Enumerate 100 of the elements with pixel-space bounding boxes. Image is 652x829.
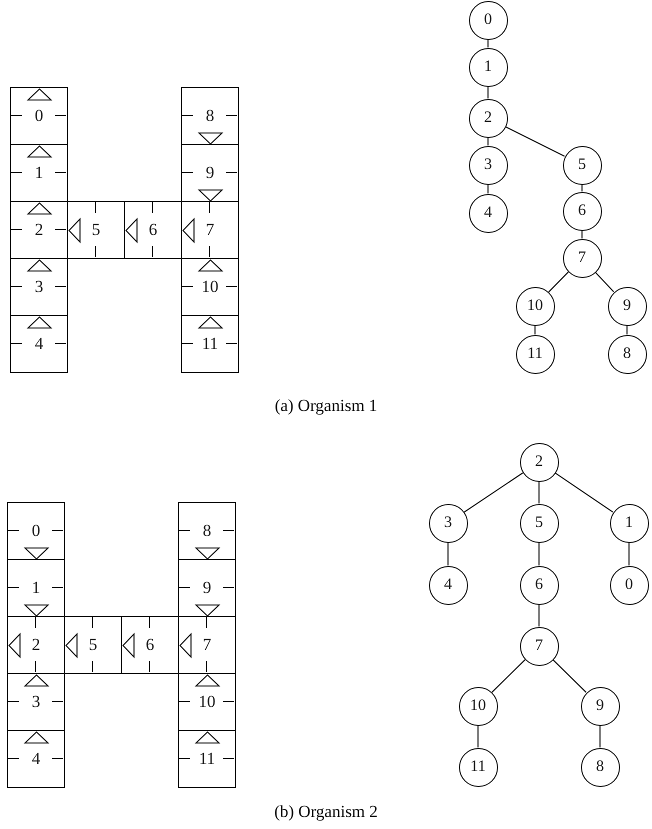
tree-edge: [464, 472, 524, 513]
node-number: 7: [578, 249, 586, 267]
cell-number: 2: [32, 635, 40, 655]
cell-number: 4: [34, 334, 44, 354]
grid-cell: [10, 201, 68, 259]
grid-cell: [10, 144, 68, 202]
node-number: 3: [444, 514, 452, 532]
node-number: 11: [470, 758, 486, 776]
grid-cell: [181, 258, 239, 316]
node-number: 11: [527, 345, 543, 363]
cell-number: 11: [198, 749, 216, 769]
grid-cell: [7, 730, 65, 788]
grid-cell: [181, 201, 239, 259]
tree-node-circle: [520, 442, 558, 482]
grid-cell: [67, 201, 125, 259]
panel-caption: (b) Organism 2: [274, 802, 378, 821]
node-number: 10: [470, 697, 486, 715]
grid-cell: [181, 144, 239, 202]
tree-node-circle: [468, 194, 508, 232]
grid-cell: [121, 616, 179, 674]
tree-node-circle: [520, 626, 558, 666]
cell-number: 5: [92, 220, 100, 240]
tree-node-circle: [468, 146, 508, 184]
node-number: 2: [535, 453, 543, 471]
tree-node-circle: [468, 48, 508, 86]
grid-cell: [10, 258, 68, 316]
node-number: 6: [535, 576, 543, 594]
grid-cell: [7, 673, 65, 731]
cell-number: 0: [34, 106, 44, 126]
tree-edge: [477, 726, 479, 748]
tree-node-circle: [458, 686, 498, 726]
node-number: 6: [578, 202, 586, 220]
cell-number: 9: [202, 578, 212, 598]
cell-number: 10: [202, 277, 218, 297]
tree-edge: [505, 126, 565, 157]
tree-edge: [538, 604, 540, 626]
tree-node-circle: [562, 238, 602, 278]
tree-node-circle: [562, 146, 602, 184]
tree-node-circle: [516, 334, 554, 374]
node-number: 1: [625, 514, 633, 532]
cell-number: 6: [146, 635, 154, 655]
cell-number: 1: [32, 578, 40, 598]
grid-cell: [178, 502, 236, 560]
tree-node-circle: [610, 504, 648, 542]
node-number: 0: [625, 576, 633, 594]
node-number: 3: [484, 156, 492, 174]
grid-cell: [124, 201, 182, 259]
node-number: 8: [596, 758, 604, 776]
grid-cell: [10, 315, 68, 373]
cell-number: 10: [198, 692, 216, 712]
node-number: 5: [535, 514, 543, 532]
tree-node-circle: [520, 566, 558, 604]
grid-cell: [178, 673, 236, 731]
grid-cell: [64, 616, 122, 674]
tree-node-circle: [468, 98, 508, 138]
grid-cell: [7, 502, 65, 560]
tree-edge: [538, 542, 540, 566]
cell-number: 2: [34, 220, 44, 240]
node-number: 5: [578, 156, 586, 174]
cell-number: 7: [206, 220, 214, 240]
tree-node-circle: [428, 566, 468, 604]
cell-number: 3: [32, 692, 40, 712]
cell-number: 9: [206, 163, 214, 183]
cell-number: 1: [34, 163, 44, 183]
grid-cell: [181, 87, 239, 145]
panel-caption: (a) Organism 1: [274, 396, 378, 415]
tree-edge: [594, 272, 614, 292]
cell-number: 6: [148, 220, 158, 240]
tree-node-circle: [580, 748, 620, 786]
tree-node-circle: [516, 286, 554, 326]
tree-edge: [492, 659, 526, 693]
node-number: 9: [596, 697, 604, 715]
tree-edge: [548, 272, 569, 292]
tree-edge: [538, 482, 540, 504]
tree-node-circle: [580, 686, 620, 726]
tree-node-circle: [428, 504, 468, 542]
tree-node-circle: [608, 286, 646, 326]
cell-number: 3: [34, 277, 44, 297]
cell-number: 7: [202, 635, 212, 655]
grid-cell: [10, 87, 68, 145]
cell-number: 5: [88, 635, 98, 655]
cell-number: 8: [202, 521, 212, 541]
grid-cell: [181, 315, 239, 373]
node-number: 1: [484, 58, 492, 76]
cell-number: 8: [206, 106, 214, 126]
tree-edge: [554, 472, 614, 513]
tree-edge: [447, 542, 449, 566]
cell-number: 4: [32, 749, 40, 769]
tree-edge: [599, 726, 601, 748]
node-number: 4: [444, 576, 452, 594]
tree-node-circle: [520, 504, 558, 542]
cell-number: 0: [32, 521, 40, 541]
node-number: 2: [484, 109, 492, 127]
tree-node-circle: [458, 748, 498, 786]
tree-edge: [487, 86, 489, 98]
node-number: 7: [535, 637, 543, 655]
node-number: 0: [484, 11, 492, 29]
node-number: 10: [527, 297, 543, 315]
tree-node-circle: [610, 566, 648, 604]
grid-cell: [178, 730, 236, 788]
